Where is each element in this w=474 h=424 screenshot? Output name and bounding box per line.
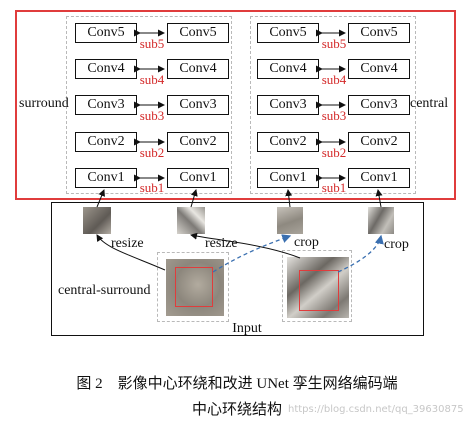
surround-patch-1-image [83,207,111,234]
input-label: Input [232,321,262,336]
central-conv1-right: Conv1 [348,168,410,188]
surround-conv3-right: Conv3 [167,95,229,115]
surround-sub1: sub1 [139,180,165,195]
central-region-box-2 [299,270,339,311]
input-image-2-box [282,250,352,322]
central-sub3: sub3 [321,108,347,123]
crop-label-2: crop [384,237,409,252]
surround-sub2: sub2 [139,145,165,160]
central-conv3-right: Conv3 [348,95,410,115]
central-region-box-1 [175,267,213,307]
central-sub1: sub1 [321,180,347,195]
central-conv3-left: Conv3 [257,95,319,115]
central-conv4-left: Conv4 [257,59,319,79]
central-label: central [410,96,449,111]
central-conv1-left: Conv1 [257,168,319,188]
surround-conv3-left: Conv3 [75,95,137,115]
central-patch-1-image [277,207,303,234]
resize-label-2: resize [205,236,238,251]
surround-conv4-left: Conv4 [75,59,137,79]
central-patch-2-image [368,207,394,234]
surround-label: surround [19,96,69,111]
crop-label-1: crop [294,235,319,250]
surround-sub4: sub4 [139,72,165,87]
surround-patch-2-image [177,207,205,234]
surround-conv1-right: Conv1 [167,168,229,188]
central-sub2: sub2 [321,145,347,160]
central-group-box [250,16,416,194]
central-conv2-left: Conv2 [257,132,319,152]
central-sub4: sub4 [321,72,347,87]
surround-conv2-left: Conv2 [75,132,137,152]
surround-sub3: sub3 [139,108,165,123]
figure-caption-line1: 图 2 影像中心环绕和改进 UNet 孪生网络编码端 [76,376,398,392]
surround-conv2-right: Conv2 [167,132,229,152]
surround-sub5: sub5 [139,36,165,51]
figure-caption-line2: 中心环绕结构 [191,402,282,418]
central-conv4-right: Conv4 [348,59,410,79]
central-conv5-left: Conv5 [257,23,319,43]
surround-conv5-left: Conv5 [75,23,137,43]
central-sub5: sub5 [321,36,347,51]
central-conv5-right: Conv5 [348,23,410,43]
input-image-1-box [157,252,229,322]
encoder-frame [15,10,456,200]
input-panel-frame [51,202,424,336]
surround-conv1-left: Conv1 [75,168,137,188]
surround-conv5-right: Conv5 [167,23,229,43]
central-conv2-right: Conv2 [348,132,410,152]
surround-conv4-right: Conv4 [167,59,229,79]
surround-group-box [66,16,232,194]
central-surround-label: central-surround [58,283,151,298]
watermark-text: https://blog.csdn.net/qq_39630875 [288,404,464,415]
resize-label-1: resize [111,236,144,251]
